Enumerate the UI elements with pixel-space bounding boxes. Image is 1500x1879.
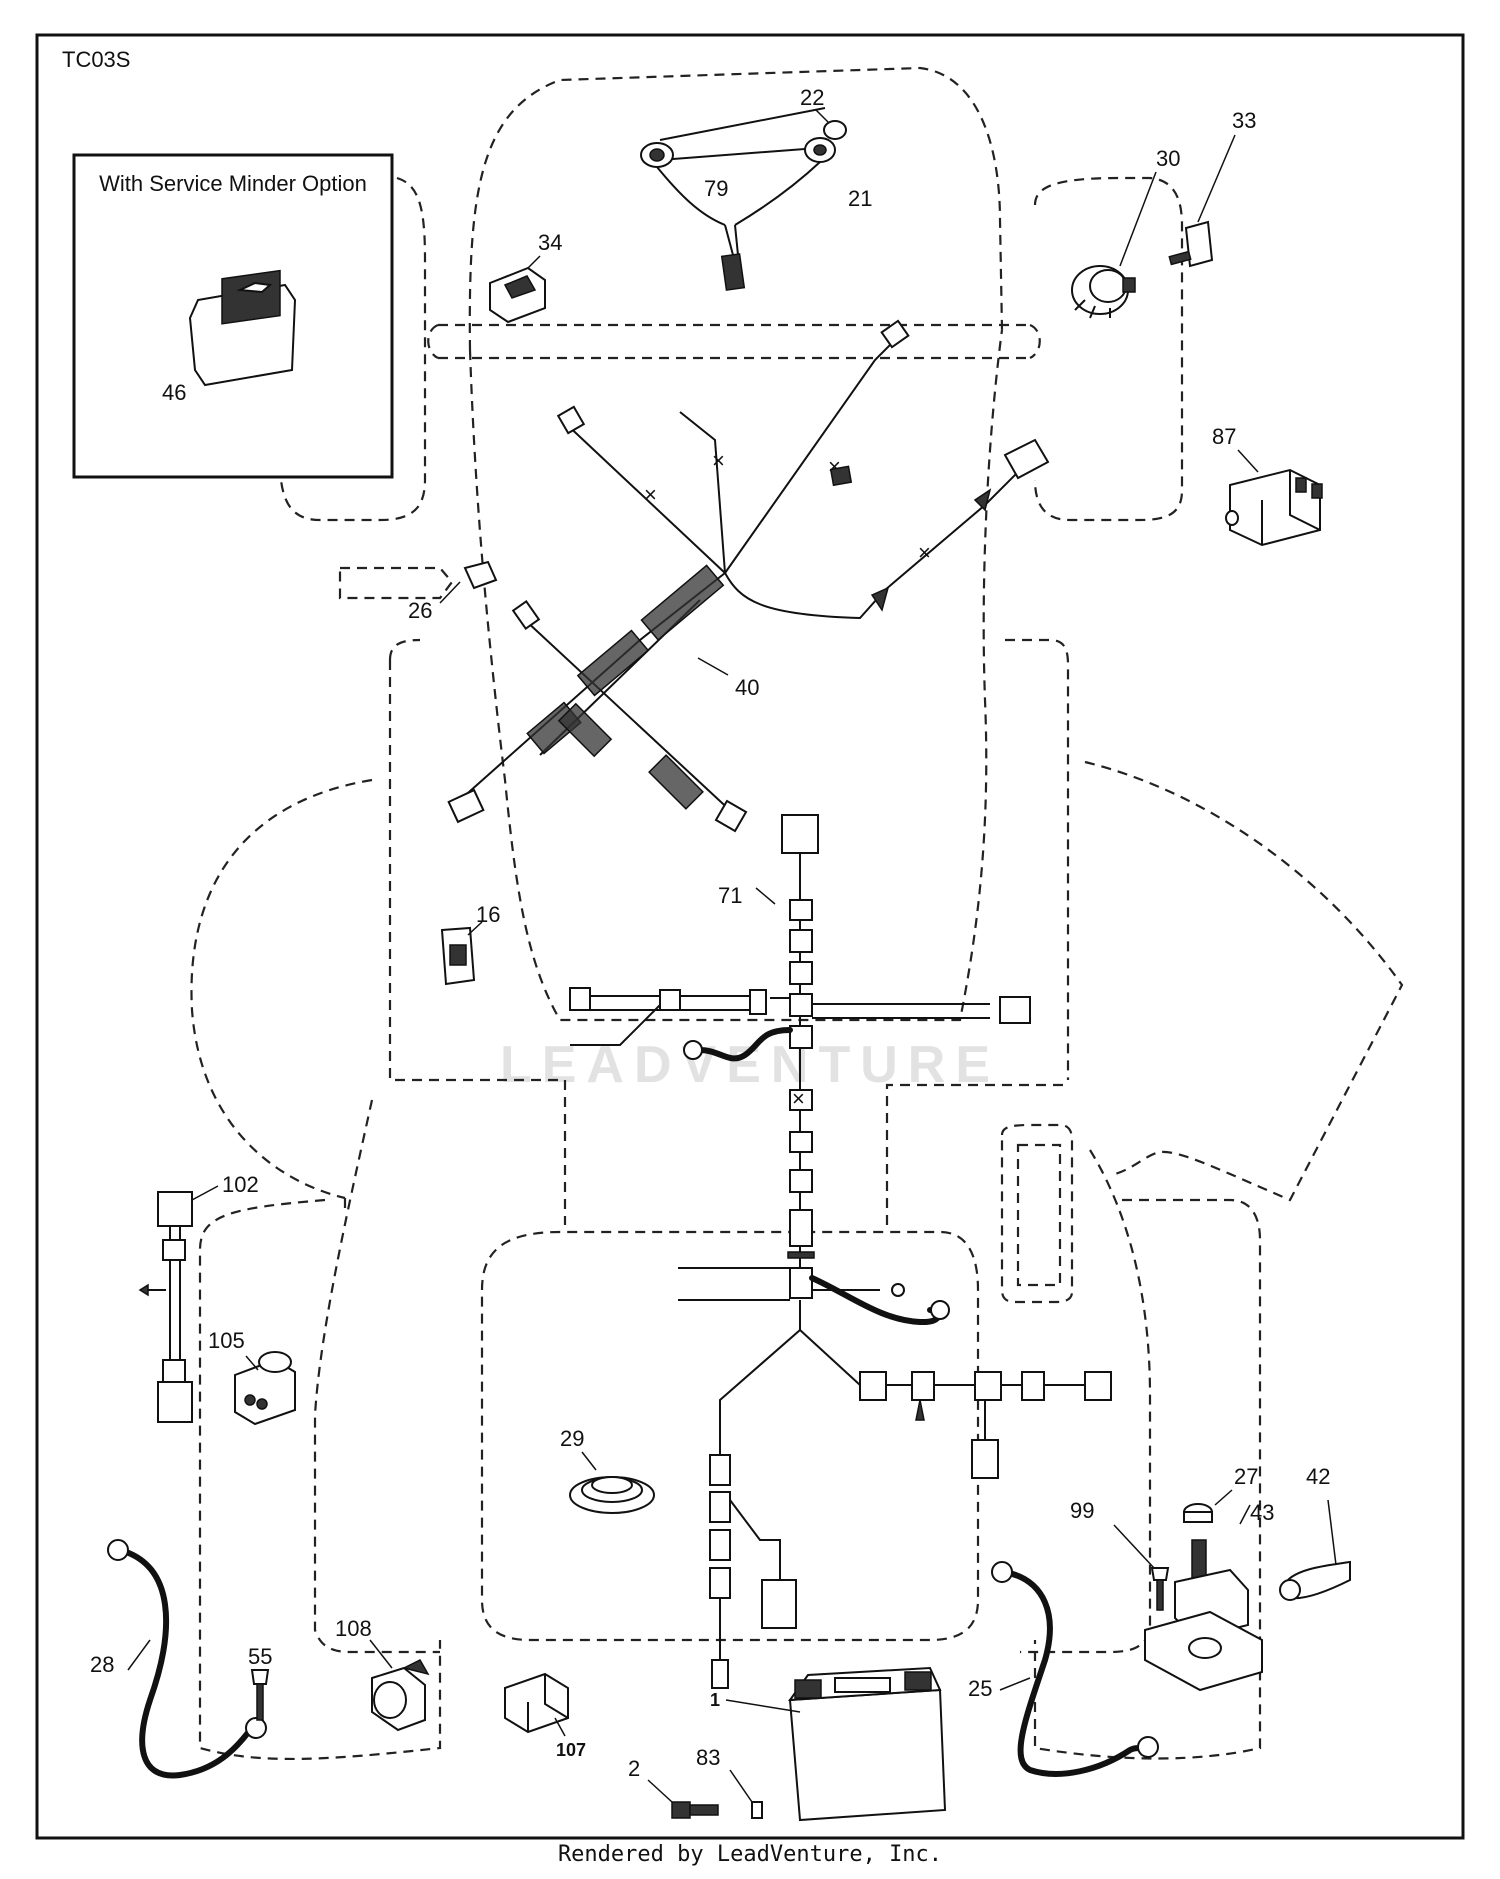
- callout-46: 46: [162, 380, 186, 405]
- callout-28: 28: [90, 1652, 114, 1677]
- rocker-switch: [489, 266, 546, 324]
- callout-1: 1: [710, 1690, 720, 1710]
- grommet-29: [569, 1476, 655, 1514]
- harness-102: [138, 1191, 193, 1423]
- callout-40: 40: [735, 675, 759, 700]
- diagram-frame: [35, 33, 1465, 1840]
- component-107: [504, 1672, 569, 1734]
- headlight-assembly: [640, 107, 847, 291]
- callout-16: 16: [476, 902, 500, 927]
- nut-27: [1183, 1503, 1213, 1523]
- callout-79: 79: [704, 176, 728, 201]
- solenoid-105: [234, 1351, 296, 1426]
- callout-71: 71: [718, 883, 742, 908]
- svg-text:×: ×: [644, 482, 657, 507]
- callout-102: 102: [222, 1172, 259, 1197]
- inset-title: With Service Minder Option: [99, 171, 367, 196]
- callout-42: 42: [1306, 1464, 1330, 1489]
- bolt-55: [250, 1669, 270, 1721]
- callout-108: 108: [335, 1616, 372, 1641]
- callout-43: 43: [1250, 1500, 1274, 1525]
- callout-55: 55: [248, 1644, 272, 1669]
- ignition-key: [1168, 220, 1214, 268]
- footer-credit: Rendered by LeadVenture, Inc.: [557, 1842, 943, 1867]
- bolt-99: [1150, 1567, 1170, 1611]
- diagram-code: TC03S: [62, 47, 130, 72]
- svg-text:×: ×: [792, 1086, 805, 1111]
- main-harness: × × × ×: [447, 319, 1050, 833]
- starter-solenoid-43: [1144, 1539, 1263, 1692]
- callout-27: 27: [1234, 1464, 1258, 1489]
- tractor-outline: [190, 66, 1404, 1761]
- callout-21: 21: [848, 186, 872, 211]
- ignition-switch: [1071, 265, 1136, 319]
- lower-harness: [678, 1267, 1112, 1689]
- callout-99: 99: [1070, 1498, 1094, 1523]
- callout-25: 25: [968, 1676, 992, 1701]
- callout-29: 29: [560, 1426, 584, 1451]
- callout-2: 2: [628, 1756, 640, 1781]
- relay: [1225, 468, 1323, 547]
- callout-83: 83: [696, 1745, 720, 1770]
- callout-30: 30: [1156, 146, 1180, 171]
- callout-22: 22: [800, 85, 824, 110]
- harness-71: ×: [569, 814, 1031, 1270]
- battery-cable-28: [107, 1539, 267, 1779]
- nut-83: [751, 1801, 763, 1819]
- callout-33: 33: [1232, 108, 1256, 133]
- terminal-boot-42: [1279, 1560, 1351, 1601]
- callout-87: 87: [1212, 424, 1236, 449]
- component-108: [371, 1659, 430, 1732]
- svg-text:×: ×: [918, 540, 931, 565]
- callout-105: 105: [208, 1328, 245, 1353]
- callout-107: 107: [556, 1740, 586, 1760]
- battery: [787, 1666, 947, 1822]
- bolt-2: [671, 1801, 719, 1819]
- callout-26: 26: [408, 598, 432, 623]
- svg-text:×: ×: [712, 448, 725, 473]
- switch-16: [440, 926, 476, 986]
- service-minder-display: [188, 269, 297, 387]
- battery-cable-25: [991, 1561, 1159, 1777]
- callout-34: 34: [538, 230, 562, 255]
